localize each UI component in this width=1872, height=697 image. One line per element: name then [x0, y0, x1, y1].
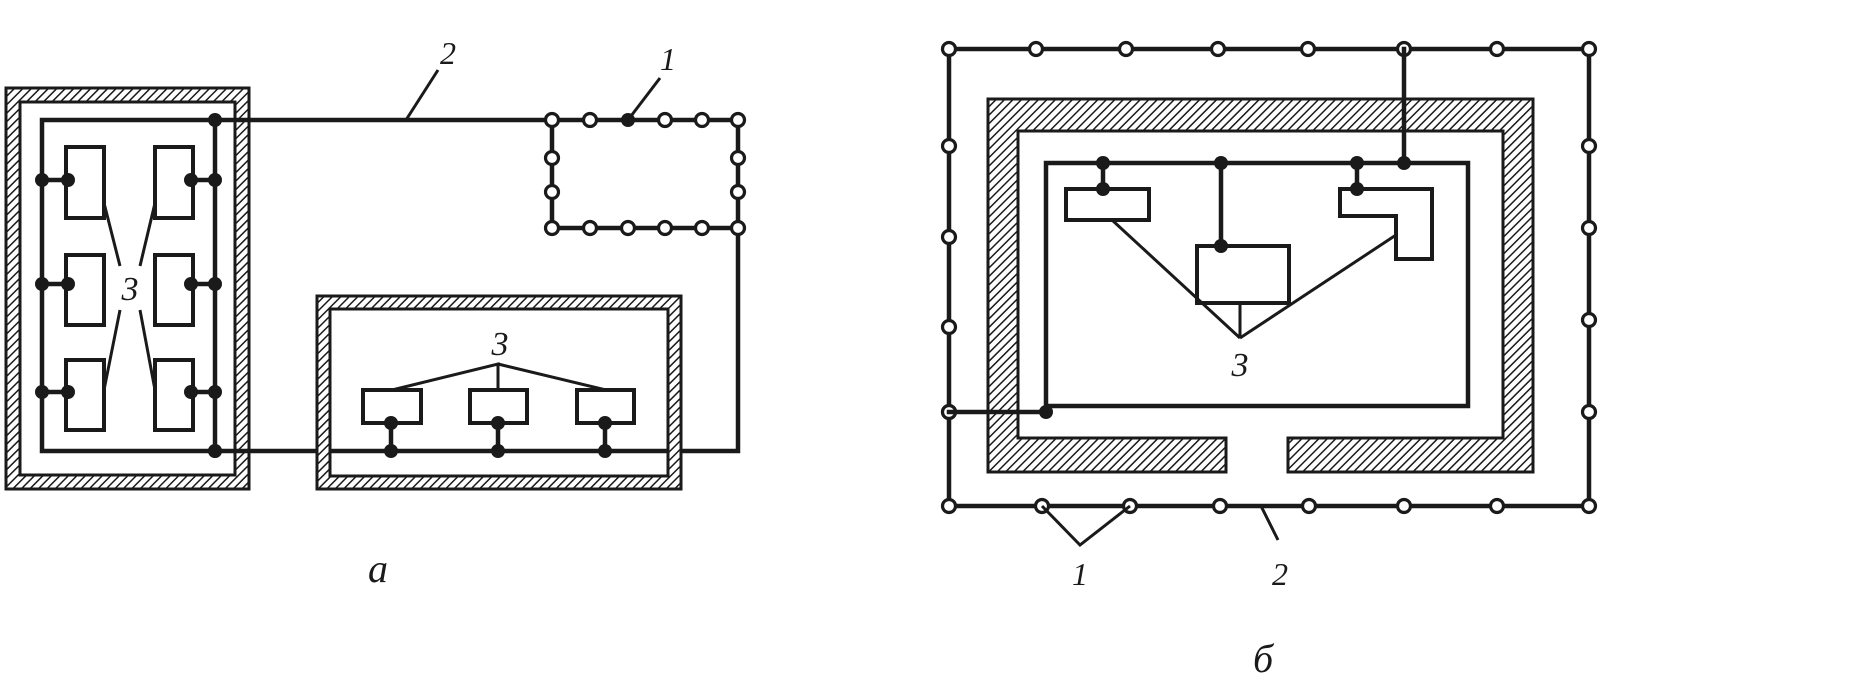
- label-conductor-b: 2: [1272, 556, 1288, 592]
- connection-node: [1039, 405, 1053, 419]
- connection-node: [35, 277, 49, 291]
- connection-node: [61, 173, 75, 187]
- label-equipment-b: 3: [1231, 347, 1249, 384]
- label-equipment-right: 3: [491, 326, 509, 363]
- connection-node: [35, 385, 49, 399]
- ground-electrodes-a: [543, 111, 747, 237]
- electrode-loop-a: [549, 117, 741, 231]
- building-left-wall: [4, 86, 251, 491]
- connection-node: [208, 173, 222, 187]
- leader-line-conductor-a: [404, 69, 440, 121]
- connection-node: [384, 416, 398, 430]
- equipment-box: [1338, 187, 1434, 261]
- connection-node: [491, 416, 505, 430]
- connection-node: [1350, 182, 1364, 196]
- connection-node: [184, 385, 198, 399]
- connection-node: [208, 444, 222, 458]
- connection-node: [184, 277, 198, 291]
- leader-line-electrodes-b: [1040, 504, 1131, 548]
- internal-ground-loop-left: [39, 117, 218, 454]
- connection-node: [61, 385, 75, 399]
- building-wall-b: [986, 97, 1535, 474]
- connection-node: [208, 277, 222, 291]
- ground-electrodes-b: [940, 40, 1598, 515]
- caption-panel-b: б: [1253, 636, 1275, 681]
- connection-node: [208, 385, 222, 399]
- leader-lines-equipment-b: [1110, 218, 1397, 340]
- label-electrodes-b: 1: [1072, 556, 1088, 592]
- connection-node: [1350, 156, 1364, 170]
- panel-b: 3 1 2 б: [940, 40, 1598, 681]
- connection-node: [1214, 239, 1228, 253]
- equipment-box: [1195, 244, 1291, 305]
- connection-node: [1397, 156, 1411, 170]
- equipment-group-right: [208, 388, 636, 458]
- leader-line-electrodes-a: [626, 77, 662, 121]
- leader-line-conductor-b: [1259, 505, 1280, 541]
- connection-node: [598, 416, 612, 430]
- connection-node: [61, 277, 75, 291]
- label-electrodes-a: 1: [660, 41, 676, 77]
- connection-node: [35, 173, 49, 187]
- leader-lines-equipment-right: [391, 362, 607, 392]
- internal-ground-loop-b: [1043, 160, 1471, 409]
- equipment-box: [64, 253, 106, 327]
- label-conductor-a: 2: [440, 35, 456, 71]
- connection-node: [598, 444, 612, 458]
- connection-node: [491, 444, 505, 458]
- leader-lines-equipment-left: [102, 202, 157, 391]
- label-equipment-left: 3: [121, 271, 139, 308]
- connection-node: [184, 173, 198, 187]
- connection-node: [1214, 156, 1228, 170]
- connection-node: [384, 444, 398, 458]
- connection-node: [1096, 182, 1110, 196]
- caption-panel-a: а: [368, 546, 388, 591]
- panel-a: 3 1 2: [4, 35, 747, 591]
- equipment-group-left: [35, 113, 222, 458]
- equipment-group-b: [1064, 156, 1434, 305]
- connection-node: [1096, 156, 1110, 170]
- equipment-box: [153, 253, 195, 327]
- building-right-wall: [315, 294, 683, 491]
